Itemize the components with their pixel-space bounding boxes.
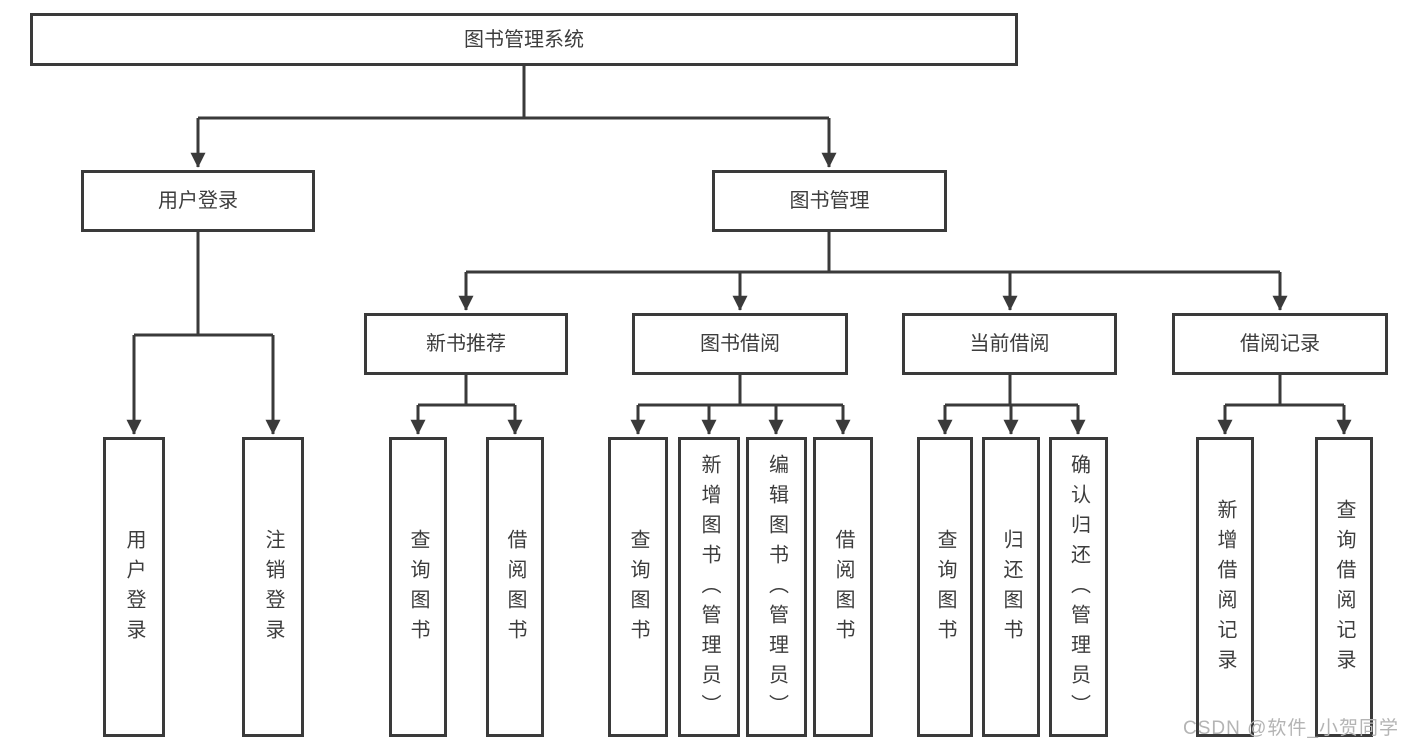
node-leaf-current-query-books: 查询图书: [917, 437, 973, 737]
node-leaf-borrowing-edit-books: 编辑图书（管理员）: [746, 437, 807, 737]
node-leaf-recommend-borrow-books: 借阅图书: [486, 437, 544, 737]
watermark: CSDN @软件_小贺同学: [1183, 718, 1399, 739]
connector-current-trunk: [945, 375, 1078, 407]
node-leaf-records-query-record: 查询借阅记录: [1315, 437, 1373, 737]
node-leaf-logout: 注销登录: [242, 437, 304, 737]
node-leaf-current-confirm-return: 确认归还（管理员）: [1049, 437, 1108, 737]
node-leaf-borrowing-add-books: 新增图书（管理员）: [678, 437, 740, 737]
connector-borrowing-trunk: [638, 375, 843, 407]
connector-user-login-trunk: [134, 232, 273, 337]
node-leaf-recommend-query-books: 查询图书: [389, 437, 447, 737]
connector-recommend-trunk: [418, 375, 515, 407]
node-borrowing-records: 借阅记录: [1172, 313, 1388, 375]
connector-book-management-trunk: [466, 232, 1280, 274]
node-leaf-user-login: 用户登录: [103, 437, 165, 737]
node-current-borrowing: 当前借阅: [902, 313, 1117, 375]
node-leaf-borrowing-query-books: 查询图书: [608, 437, 668, 737]
node-root: 图书管理系统: [30, 13, 1018, 66]
node-book-management: 图书管理: [712, 170, 947, 232]
node-leaf-current-return-books: 归还图书: [982, 437, 1040, 737]
connector-root-trunk: [198, 66, 829, 120]
node-leaf-borrowing-borrow-books: 借阅图书: [813, 437, 873, 737]
node-book-borrowing: 图书借阅: [632, 313, 848, 375]
connector-records-trunk: [1225, 375, 1344, 407]
node-leaf-records-add-record: 新增借阅记录: [1196, 437, 1254, 737]
node-new-book-recommend: 新书推荐: [364, 313, 568, 375]
node-user-login: 用户登录: [81, 170, 315, 232]
